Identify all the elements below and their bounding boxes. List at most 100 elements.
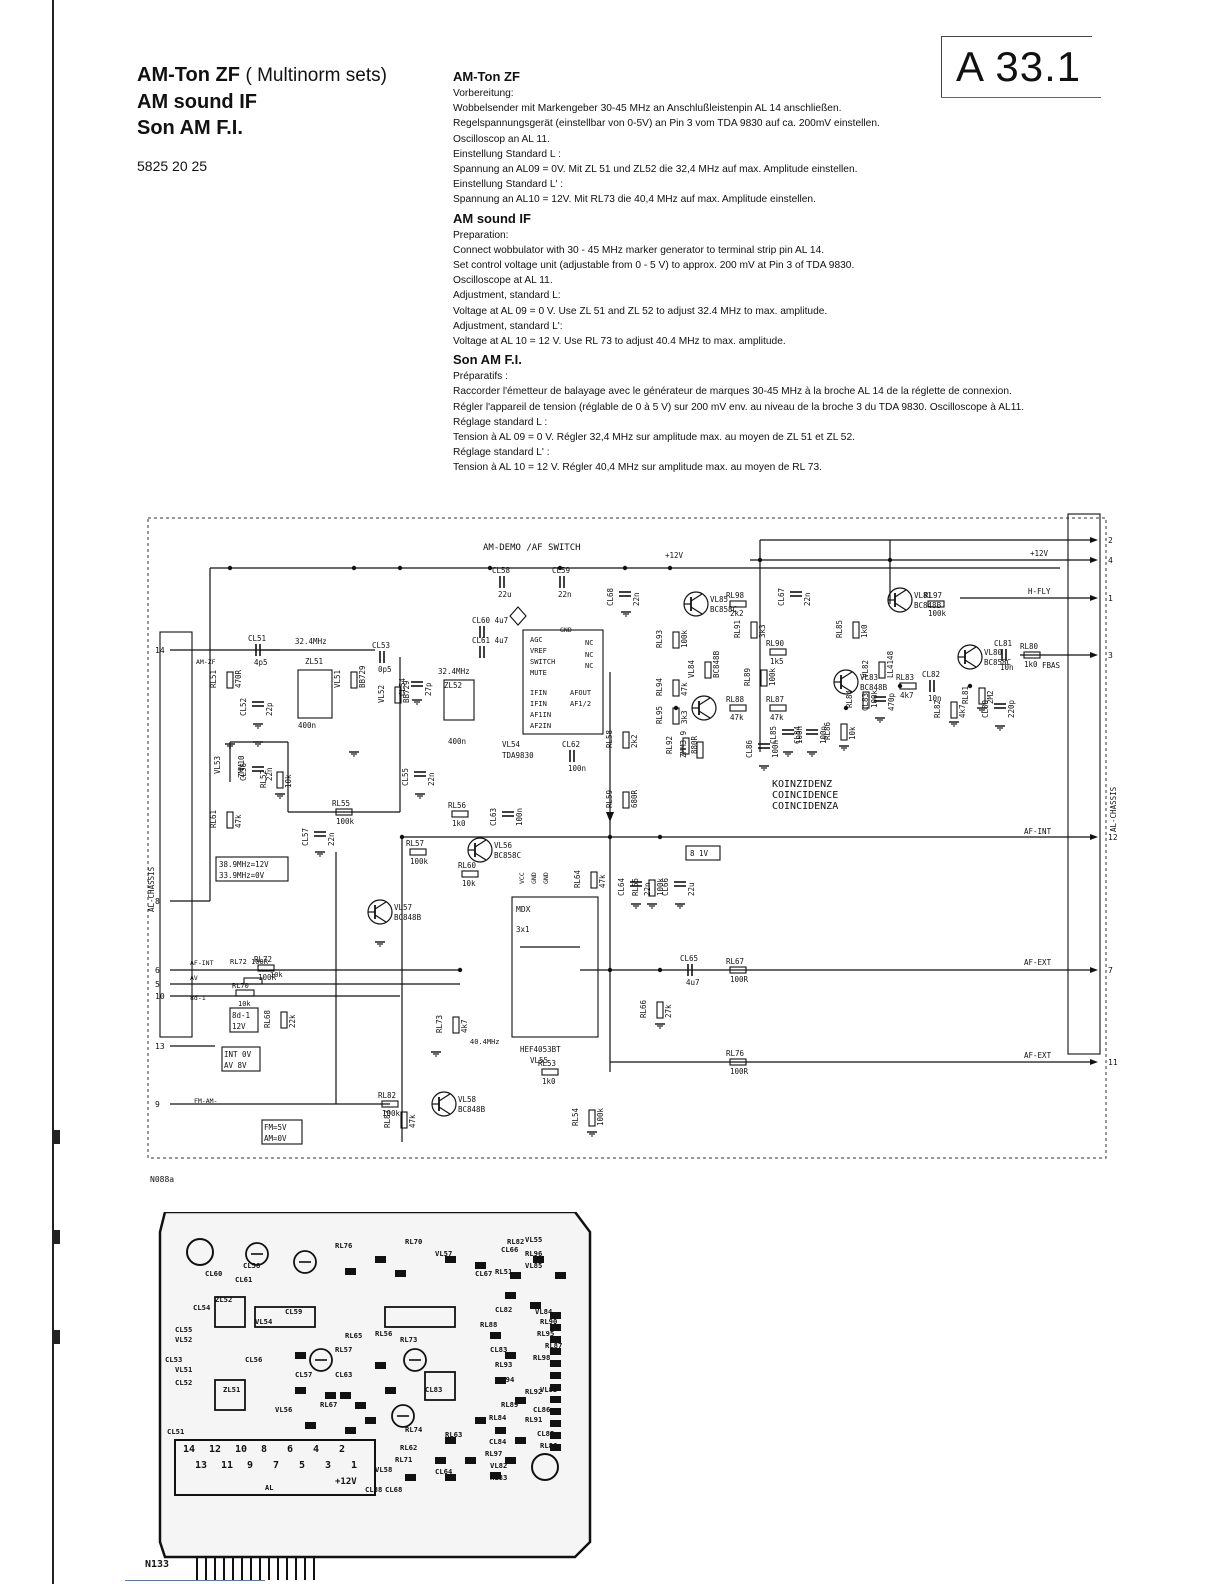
junction-dot <box>487 565 493 571</box>
ic-name: VL55 <box>530 1056 548 1065</box>
resistor <box>452 1016 460 1034</box>
resistor-label: RL83 <box>896 673 914 682</box>
left-pin-number: 10 <box>155 992 165 1001</box>
smd-pad <box>550 1408 561 1415</box>
pcb-part-label: RL62 <box>400 1443 417 1452</box>
resistor-label: RL94 <box>655 677 664 696</box>
resistor <box>729 704 747 712</box>
instruction-line: Einstellung Standard L' : <box>453 179 564 191</box>
ic-pin-label: GND <box>542 872 550 884</box>
instruction-line: Voltage at AL 10 = 12 V. Use RL 73 to ad… <box>453 336 786 348</box>
pcb-part-label: RL70 <box>405 1237 422 1246</box>
transistor-type: BC858C <box>984 658 1011 667</box>
connector-number-top: 4 <box>313 1444 319 1455</box>
smd-pad <box>550 1432 561 1439</box>
edge-mark <box>52 1230 60 1244</box>
schematic-border <box>147 517 1107 1159</box>
capacitor-value: 100n <box>819 726 828 744</box>
ic-name: HEF4053BT <box>520 1045 561 1054</box>
smd-pad <box>550 1360 561 1367</box>
resistor-label: RL73 <box>435 1015 444 1033</box>
document-heading: AM-Ton ZF ( Multinorm sets) AM sound IF … <box>137 62 387 141</box>
pcb-part-label: CL83 <box>490 1345 507 1354</box>
resistor-label: RL64 <box>573 869 582 888</box>
coil-can <box>214 1296 246 1328</box>
pcb-part-label: VL84 <box>535 1307 552 1316</box>
pcb-part-label: VL83 <box>540 1385 557 1394</box>
connector-number-top: 2 <box>339 1444 345 1455</box>
resistor <box>672 707 680 725</box>
frequency-note-box <box>215 856 289 882</box>
resistor-label: RL91 <box>733 620 742 638</box>
resistor-value: 100k <box>656 877 665 896</box>
fm-note: AM=0V <box>264 1134 287 1143</box>
coincidence-label: KOINZIDENZ <box>772 779 832 790</box>
connector-number-top: 10 <box>235 1444 247 1455</box>
connector-number-top: 14 <box>183 1444 195 1455</box>
smd-pad <box>345 1268 356 1275</box>
electrolytic-capacitor <box>293 1250 317 1274</box>
connector-number-top: 8 <box>261 1444 267 1455</box>
binding-margin-line <box>52 0 54 1584</box>
capacitor-label: CL64 <box>617 877 626 896</box>
instruction-section-title: Son AM F.I. <box>453 352 522 368</box>
resistor <box>381 1100 399 1108</box>
resistor <box>878 661 886 679</box>
pcb-part-label: CL51 <box>167 1427 184 1436</box>
pcb-part-label: CL59 <box>285 1307 302 1316</box>
resistor-label: VL52 <box>377 685 386 703</box>
capacitor-label: CL85 <box>769 726 778 744</box>
frequency-note: 33.9MHz=0V <box>219 871 265 880</box>
resistor-value: 47k <box>730 713 744 722</box>
resistor <box>769 704 787 712</box>
wire <box>374 914 387 923</box>
pcb-part-label: RL86 <box>540 1441 557 1450</box>
junction-dot <box>887 557 893 563</box>
smd-pad <box>505 1457 516 1464</box>
resistor-label: RL85 <box>835 620 844 638</box>
transistor-label: VL57 <box>394 903 412 912</box>
page-badge: A 33.1 <box>941 36 1092 97</box>
resistor <box>927 600 945 608</box>
pcb-part-label: CL84 <box>489 1437 506 1446</box>
pcb-part-label: CL82 <box>495 1305 512 1314</box>
instruction-line: Adjustment, standard L: <box>453 290 561 302</box>
resistor-value: 100k <box>768 667 777 686</box>
resistor-value: 47k <box>408 1114 417 1128</box>
pcb-part-label: CL88 <box>365 1485 382 1494</box>
resistor-label: RL87 <box>766 695 784 704</box>
pcb-part-label: CL55 <box>175 1325 192 1334</box>
pcb-part-label: CL86 <box>533 1405 550 1414</box>
heading-german-subtitle: ( Multinorm sets) <box>245 65 387 86</box>
pcb-part-label: ZL51 <box>223 1385 240 1394</box>
resistor <box>350 671 358 689</box>
resistor-label: RL56 <box>448 801 467 810</box>
capacitor-value: 10n <box>928 694 942 703</box>
resistor-label: RL53 <box>538 1059 556 1068</box>
capacitor-value: 220p <box>1007 699 1016 718</box>
capacitor-value: 22n <box>327 832 336 846</box>
connector-number-top: 6 <box>287 1444 293 1455</box>
left-pin-number: 8 <box>155 897 160 906</box>
ic-pin-label: AF1IN <box>530 711 551 719</box>
junction-dot <box>397 565 403 571</box>
capacitor-label: CL55 <box>401 768 410 786</box>
resistor <box>978 687 986 705</box>
resistor <box>852 621 860 639</box>
pcb-part-label: CL83 <box>425 1385 442 1394</box>
pcb-part-label: CL61 <box>235 1275 252 1284</box>
junction-dot <box>843 705 849 711</box>
pcb-connector-block <box>174 1439 376 1496</box>
pcb-part-label: CL67 <box>475 1269 492 1278</box>
junction-dot <box>673 705 679 711</box>
instruction-line: Set control voltage unit (adjustable fro… <box>453 260 855 272</box>
capacitor-label: CL51 <box>248 634 266 643</box>
transformer-zl52 <box>443 679 475 721</box>
smd-pad <box>355 1402 366 1409</box>
resistor-label: VL51 <box>333 670 342 688</box>
capacitor-label: CL56 <box>239 762 248 781</box>
junction-dot <box>557 565 563 571</box>
ic-name: TDA9830 <box>502 751 534 760</box>
heading-english: AM sound IF <box>137 91 257 113</box>
pcb-part-label: RL92 <box>525 1387 542 1396</box>
